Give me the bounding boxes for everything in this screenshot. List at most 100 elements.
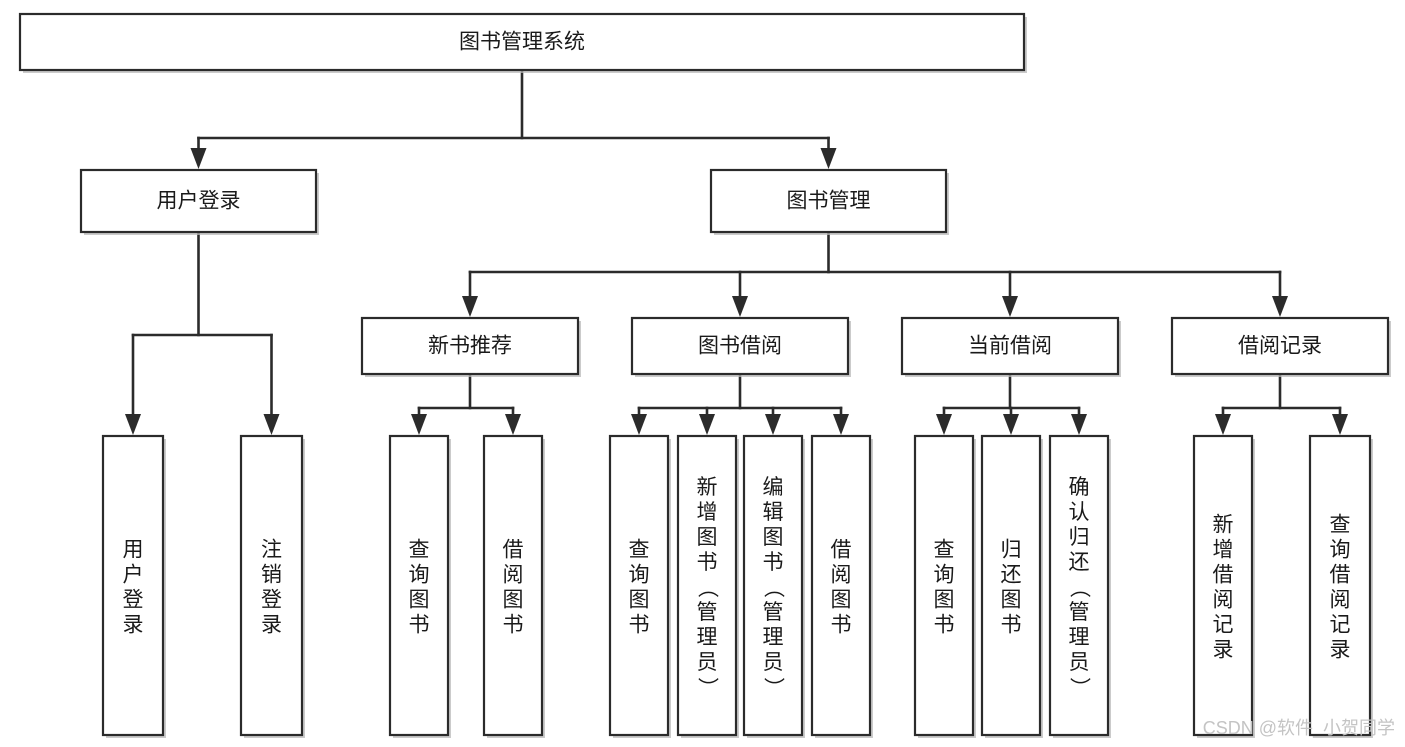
node-label-char: 图 <box>1001 589 1022 612</box>
node-label-char: 归 <box>1069 526 1090 549</box>
node-label-char: 书 <box>763 551 784 574</box>
node-label-char: 查 <box>409 539 430 562</box>
node-label-char: 图 <box>409 589 430 612</box>
node-label-char: 增 <box>697 501 718 524</box>
node-label-char: 员 <box>697 651 718 674</box>
node-label: 图书管理 <box>787 190 871 213</box>
nodes-layer: 图书管理系统用户登录图书管理新书推荐图书借阅当前借阅借阅记录用户登录注销登录查询… <box>18 12 1391 738</box>
node-label-char: 书 <box>629 614 650 637</box>
node-label: 用户登录 <box>157 190 241 213</box>
node-label-char: 询 <box>629 564 650 587</box>
node-label-char: 还 <box>1069 551 1090 574</box>
node-label-char: 书 <box>1001 614 1022 637</box>
node-user-login[interactable]: 用户登录 <box>79 168 319 235</box>
node-label-char: 管 <box>1069 601 1090 624</box>
node-current-borrow[interactable]: 当前借阅 <box>900 316 1121 377</box>
node-label-char: 确 <box>1069 476 1090 499</box>
arrow-head-icon <box>732 296 748 317</box>
node-label-char: 图 <box>763 526 784 549</box>
node-book-borrow[interactable]: 图书借阅 <box>630 316 851 377</box>
node-label-char: ） <box>762 677 785 698</box>
node-label-char: 录 <box>1330 639 1351 662</box>
node-label-char: 图 <box>831 589 852 612</box>
node-new-book-rec[interactable]: 新书推荐 <box>360 316 581 377</box>
arrow-head-icon <box>1215 414 1231 435</box>
node-label-char: 阅 <box>1330 589 1351 612</box>
node-leaf-user-login[interactable]: 用户登录 <box>101 434 166 738</box>
node-label-char: 管 <box>763 601 784 624</box>
node-label-char: 书 <box>409 614 430 637</box>
node-label-char: 编 <box>763 476 784 499</box>
arrow-head-icon <box>631 414 647 435</box>
node-rect <box>709 168 948 234</box>
arrow-head-icon <box>765 414 781 435</box>
edges-layer <box>125 68 1348 435</box>
node-label-char: 管 <box>697 601 718 624</box>
arrow-head-icon <box>1272 296 1288 317</box>
arrow-head-icon <box>462 296 478 317</box>
node-rect <box>1192 434 1254 737</box>
node-label-char: 员 <box>1069 651 1090 674</box>
arrow-head-icon <box>936 414 952 435</box>
node-label-char: 图 <box>629 589 650 612</box>
node-label-char: 查 <box>629 539 650 562</box>
node-label: 图书借阅 <box>698 335 782 358</box>
node-rect <box>18 12 1026 72</box>
node-root[interactable]: 图书管理系统 <box>18 12 1027 73</box>
arrow-head-icon <box>125 414 141 435</box>
node-label-char: 阅 <box>1213 589 1234 612</box>
node-label-char: 询 <box>1330 539 1351 562</box>
node-label-char: 书 <box>503 614 524 637</box>
node-label-char: （ <box>696 577 719 598</box>
node-label-char: 归 <box>1001 539 1022 562</box>
node-label-char: 员 <box>763 651 784 674</box>
node-label-char: 新 <box>1213 514 1234 537</box>
node-label-char: 录 <box>123 614 144 637</box>
arrow-head-icon <box>263 414 280 435</box>
node-label-char: 阅 <box>503 564 524 587</box>
node-label-char: 录 <box>1213 639 1234 662</box>
node-label: 图书管理系统 <box>459 31 585 54</box>
node-rect <box>482 434 544 737</box>
node-book-mgmt[interactable]: 图书管理 <box>709 168 949 235</box>
node-rect <box>608 434 670 737</box>
node-label-char: 记 <box>1330 614 1351 637</box>
node-rect <box>742 434 804 737</box>
node-label-char: 销 <box>261 564 282 587</box>
node-rect <box>1170 316 1390 376</box>
node-label-char: 书 <box>934 614 955 637</box>
node-rect <box>360 316 580 376</box>
node-label-char: 书 <box>831 614 852 637</box>
node-label-char: 借 <box>1330 564 1351 587</box>
node-label-char: 阅 <box>831 564 852 587</box>
node-rect <box>1048 434 1110 737</box>
node-borrow-record[interactable]: 借阅记录 <box>1170 316 1391 377</box>
watermark-label: CSDN @软件_小贺同学 <box>1202 718 1395 738</box>
node-label-char: 理 <box>763 626 784 649</box>
arrow-head-icon <box>411 414 427 435</box>
node-rect <box>676 434 738 737</box>
arrow-head-icon <box>1332 414 1348 435</box>
arrow-head-icon <box>190 148 207 169</box>
node-label-char: 增 <box>1213 539 1234 562</box>
node-label-char: 询 <box>934 564 955 587</box>
node-rect <box>980 434 1042 737</box>
node-label: 新书推荐 <box>428 335 512 358</box>
node-label-char: 图 <box>697 526 718 549</box>
node-rect <box>630 316 850 376</box>
arrow-head-icon <box>699 414 715 435</box>
arrow-head-icon <box>1002 296 1018 317</box>
